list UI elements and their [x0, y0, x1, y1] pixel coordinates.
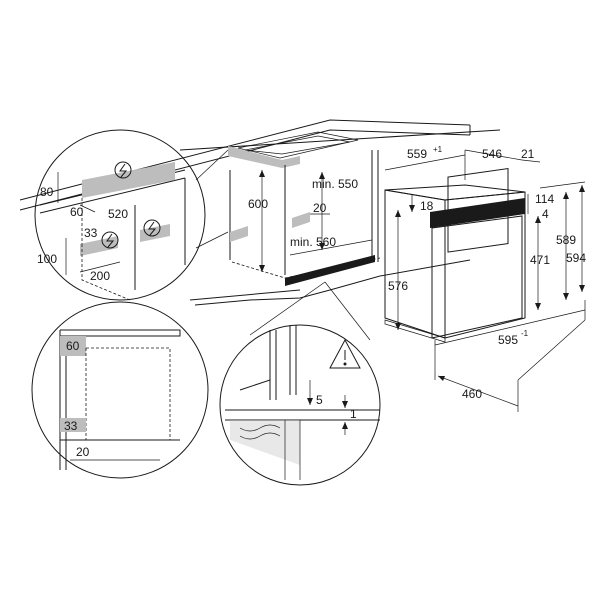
dim-589-label: 589 — [556, 233, 576, 247]
detail-circle-bottom-center: 5 1 — [219, 281, 381, 486]
lightning-icon — [101, 231, 119, 249]
dim-80-label: 80 — [40, 185, 54, 199]
dim-min550: min. 550 — [312, 172, 358, 250]
dim-559-sup: +1 — [433, 145, 443, 154]
cabinet-body — [189, 150, 471, 306]
dim-576-label: 576 — [388, 279, 408, 293]
dim-595-sup: -1 — [521, 329, 529, 338]
dim-min560: min. 560 — [289, 235, 373, 256]
warning-icon — [329, 338, 361, 369]
cooktop-cutout — [228, 131, 359, 168]
dim-471-label: 471 — [530, 253, 550, 267]
dim-21-label: 21 — [521, 147, 535, 161]
detail-circle-bottom-left: 60 33 20 — [31, 301, 209, 479]
dim-460-label: 460 — [462, 387, 482, 401]
dim-520-label: 520 — [108, 207, 128, 221]
lightning-icon — [143, 219, 161, 237]
dim-595-label: 595 — [498, 333, 518, 347]
oven-dimensions: 559 +1 546 21 18 114 4 471 589 594 — [384, 145, 586, 412]
dim-20a: 20 — [310, 201, 330, 215]
detail-circle-top-left: 80 60 520 33 100 200 — [34, 129, 229, 301]
dim-1-label: 1 — [350, 407, 357, 421]
dim-600-label: 600 — [248, 197, 268, 211]
dim-559-label: 559 — [407, 147, 427, 161]
dim-33a-label: 33 — [84, 226, 98, 240]
oven — [384, 168, 526, 343]
dim-200-label: 200 — [90, 269, 110, 283]
dim-60a-label: 60 — [70, 205, 84, 219]
dim-100-label: 100 — [37, 252, 57, 266]
dim-min550-label: min. 550 — [312, 177, 358, 191]
dim-min560-label: min. 560 — [290, 235, 336, 249]
dim-546-label: 546 — [482, 147, 502, 161]
dim-33b-label: 33 — [64, 419, 78, 433]
dim-600: 600 — [248, 170, 268, 272]
dim-18-label: 18 — [420, 199, 434, 213]
dim-20a-label: 20 — [313, 201, 327, 215]
dim-4-label: 4 — [542, 207, 549, 221]
dim-60b-label: 60 — [66, 339, 80, 353]
dim-114-label: 114 — [535, 192, 554, 206]
dim-5-label: 5 — [316, 393, 323, 407]
dim-594-label: 594 — [566, 251, 586, 265]
lightning-icon — [114, 161, 132, 179]
dim-20b-label: 20 — [76, 445, 90, 459]
